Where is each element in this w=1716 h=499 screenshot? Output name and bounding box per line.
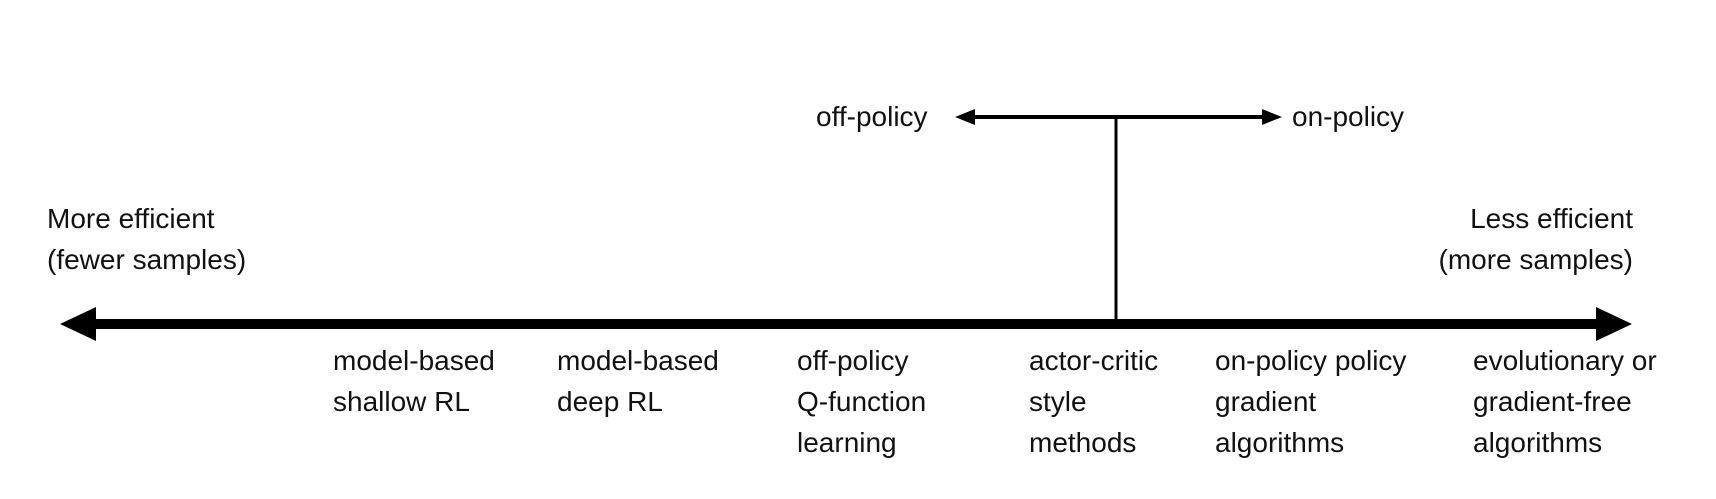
category-evolutionary-or-gradient-free-algorithms: evolutionary or gradient-free algorithms xyxy=(1473,345,1657,458)
more-efficient-label: More efficient (fewer samples) xyxy=(47,203,247,275)
policy-left-arrowhead xyxy=(955,109,975,125)
category-model-based-shallow-rl: model-based shallow RL xyxy=(333,345,495,417)
policy-right-arrowhead xyxy=(1262,109,1282,125)
category-model-based-deep-rl: model-based deep RL xyxy=(557,345,719,417)
category-actor-critic-style-methods: actor-critic style methods xyxy=(1029,345,1159,458)
category-off-policy-q-function-learning: off-policy Q-function learning xyxy=(797,345,927,458)
category-on-policy-policy-gradient-algorithms: on-policy policy gradient algorithms xyxy=(1215,345,1407,458)
right-arrowhead xyxy=(1596,307,1632,341)
less-efficient-label: Less efficient (more samples) xyxy=(1438,203,1633,275)
left-arrowhead xyxy=(60,307,96,341)
on-policy-label: on-policy xyxy=(1292,101,1405,132)
off-policy-label: off-policy xyxy=(816,101,928,132)
